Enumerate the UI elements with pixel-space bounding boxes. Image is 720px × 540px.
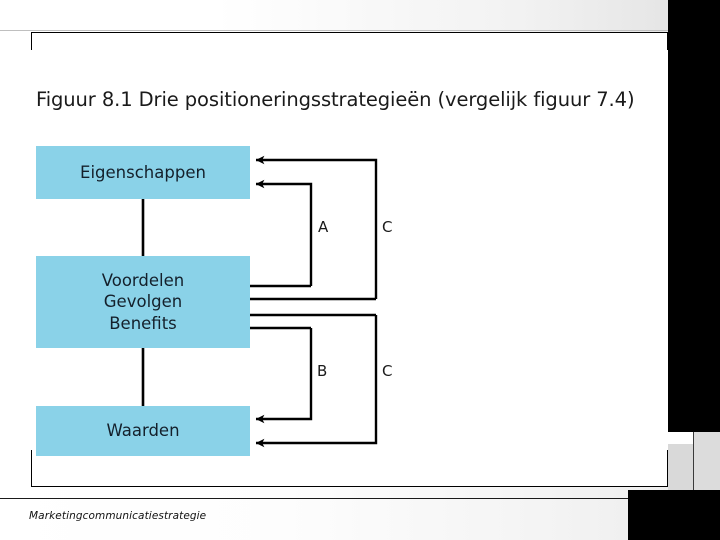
- chrome-notch-inner: [668, 444, 694, 490]
- chrome-notch-divider: [693, 432, 694, 490]
- node-voordelen-line-0: Voordelen: [101, 270, 185, 290]
- slide-background-top-band: [0, 0, 720, 32]
- node-voordelen-line-1: Gevolgen: [103, 292, 183, 312]
- slide-divider-top: [0, 30, 668, 31]
- chrome-notch-right: [694, 432, 720, 490]
- node-voordelen-line-2: Benefits: [109, 313, 177, 333]
- chrome-block-right-top: [668, 0, 720, 432]
- edge-label-c-lower: C: [382, 362, 393, 380]
- edge-label-b: B: [317, 362, 328, 380]
- node-eigenschappen: Eigenschappen: [36, 146, 250, 199]
- chrome-block-right-bottom: [668, 490, 720, 540]
- node-eigenschappen-line-0: Eigenschappen: [80, 162, 206, 182]
- edge-label-c-upper: C: [382, 218, 393, 236]
- chrome-block-bottom: [628, 490, 668, 540]
- node-waarden: Waarden: [36, 406, 250, 456]
- node-waarden-line-0: Waarden: [106, 421, 180, 441]
- figure-title: Figuur 8.1 Drie positioneringsstrategieë…: [36, 88, 635, 111]
- node-voordelen: Voordelen Gevolgen Benefits: [36, 256, 250, 348]
- edge-label-a: A: [318, 218, 329, 236]
- footer-note: Marketingcommunicatiestrategie: [29, 510, 207, 522]
- slide-divider-bottom: [0, 498, 668, 499]
